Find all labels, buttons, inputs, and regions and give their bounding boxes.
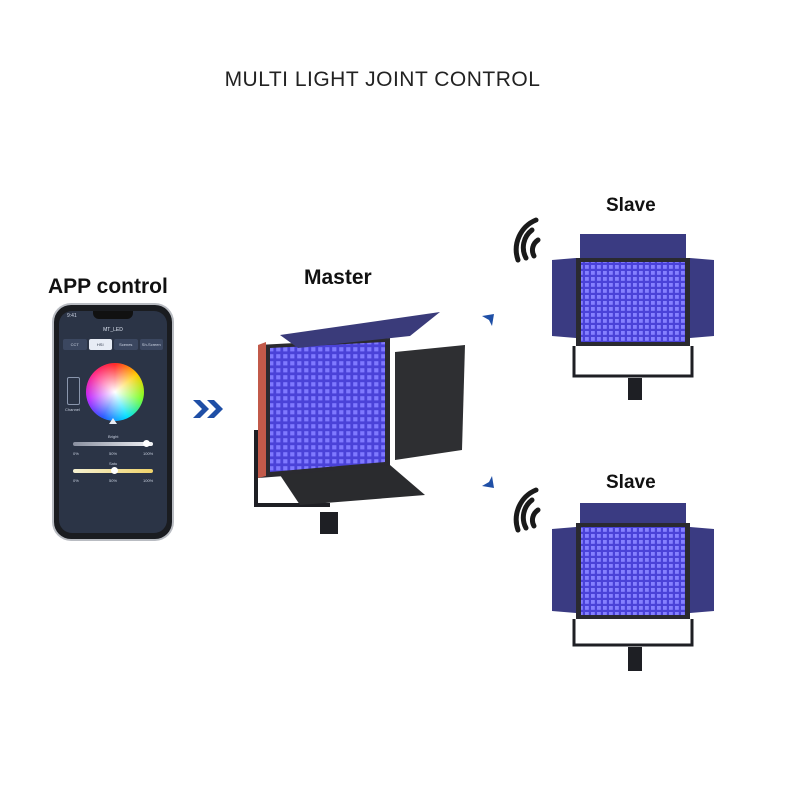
app-device-name: MT_LED xyxy=(103,327,123,333)
app-tabs: CCT HSI Scenes Sh-Screen xyxy=(63,339,163,350)
page-title: MULTI LIGHT JOINT CONTROL xyxy=(224,68,541,91)
bright-tick-50: 50% xyxy=(109,451,118,456)
color-wheel[interactable] xyxy=(86,363,144,421)
brightness-knob[interactable] xyxy=(143,440,150,447)
saturation-knob[interactable] xyxy=(111,467,118,474)
double-chevron-icon xyxy=(193,400,223,418)
arrow-up-right-icon xyxy=(482,314,494,326)
channel-label: Channel xyxy=(65,407,80,412)
master-label: Master xyxy=(304,266,372,289)
satu-label: Satu xyxy=(109,461,118,466)
phone-notch xyxy=(93,311,133,319)
tab-cct[interactable]: CCT xyxy=(63,339,87,350)
slave-light-bottom xyxy=(552,503,714,671)
slave-light-top xyxy=(552,234,714,400)
status-time: 9:41 xyxy=(67,313,77,319)
brightness-slider[interactable] xyxy=(73,440,153,447)
tab-scenes[interactable]: Scenes xyxy=(114,339,138,350)
wireless-signal-icon-top xyxy=(513,217,541,263)
channel-selector[interactable] xyxy=(67,377,80,405)
slave-label-bottom: Slave xyxy=(606,472,656,493)
smartphone: 9:41 MT_LED CCT HSI Scenes Sh-Screen Cha… xyxy=(54,305,172,539)
app-screen: 9:41 MT_LED CCT HSI Scenes Sh-Screen Cha… xyxy=(59,311,167,533)
wheel-pointer-icon xyxy=(109,418,117,424)
master-light xyxy=(254,312,465,534)
tab-sh-screen[interactable]: Sh-Screen xyxy=(139,339,163,350)
satu-tick-100: 100% xyxy=(143,478,154,483)
satu-tick-50: 50% xyxy=(109,478,118,483)
satu-tick-0: 0% xyxy=(73,478,79,483)
slave-label-top: Slave xyxy=(606,195,656,216)
bright-tick-0: 0% xyxy=(73,451,79,456)
app-control-label: APP control xyxy=(48,275,168,298)
bright-tick-100: 100% xyxy=(143,451,154,456)
saturation-slider[interactable] xyxy=(73,467,153,474)
bright-label: Bright xyxy=(108,434,119,439)
arrow-down-right-icon xyxy=(482,476,494,488)
wireless-signal-icon-bottom xyxy=(513,487,541,533)
tab-hsi[interactable]: HSI xyxy=(88,339,112,350)
